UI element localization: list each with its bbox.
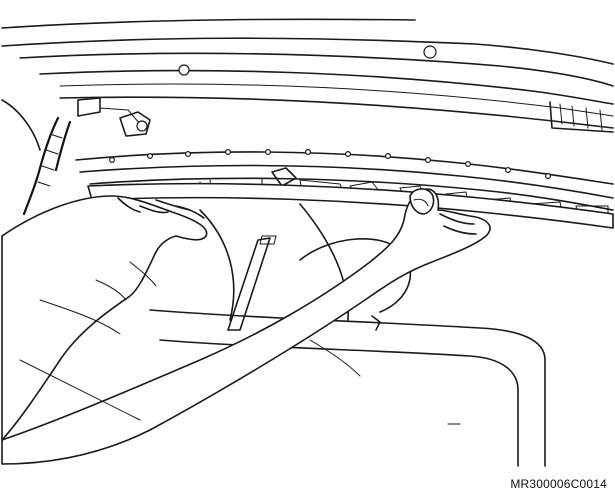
latch-bracket (549, 101, 614, 133)
hood-bolt-right (423, 45, 437, 59)
rail-molding (75, 149, 614, 211)
interior-surfaces (149, 203, 546, 467)
hood-panel (1, 18, 614, 129)
left-hand (1, 195, 208, 441)
hood-bolt-left (178, 64, 190, 76)
left-hinge-area (1, 97, 151, 216)
figure-code: MR300006C0014 (510, 477, 607, 491)
arm-contours (19, 299, 141, 421)
trim-panel (87, 182, 614, 229)
right-hand (1, 188, 491, 465)
